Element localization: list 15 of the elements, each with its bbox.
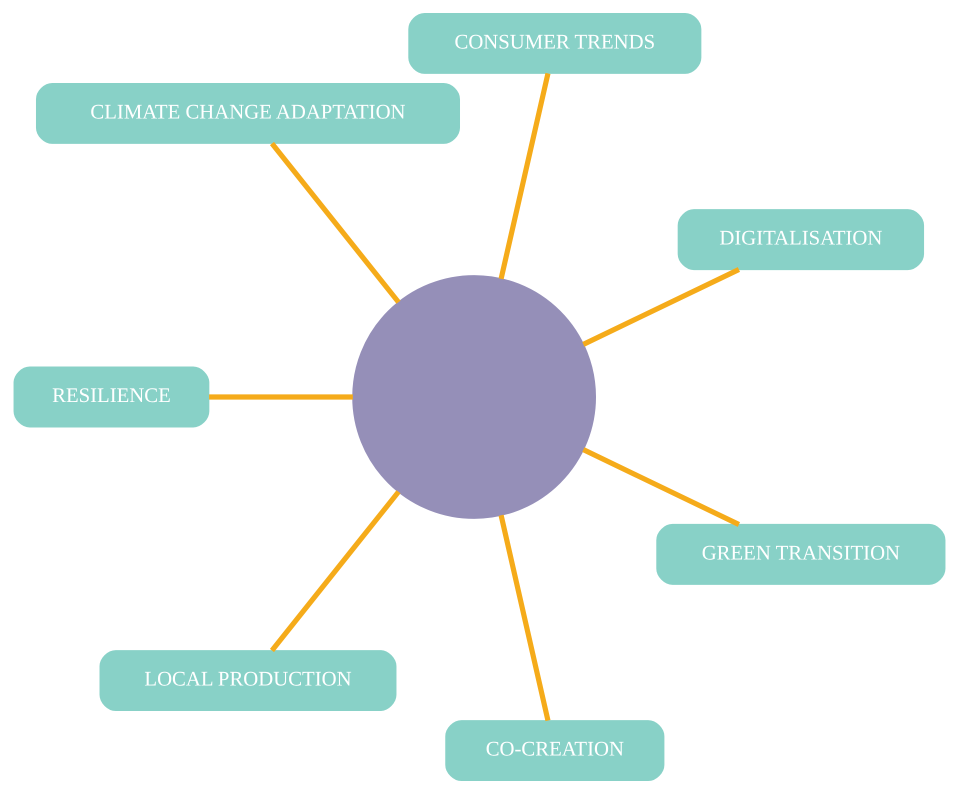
node-box: LOCAL PRODUCTION [99,650,396,712]
connector [498,72,550,280]
connector [269,142,400,304]
node-box: CONSUMER TRENDS [408,12,701,74]
node-box: DIGITALISATION [677,209,924,270]
connector [498,514,550,722]
node-box: RESILIENCE [13,366,209,428]
connector [582,267,740,347]
node-box: GREEN TRANSITION [656,524,945,585]
connector [582,447,740,527]
node-box: CLIMATE CHANGE ADAPTATION [35,82,460,144]
connector [208,394,352,400]
node-box: CO-CREATION [444,720,664,782]
node-circle [352,275,596,519]
connector [269,490,400,652]
